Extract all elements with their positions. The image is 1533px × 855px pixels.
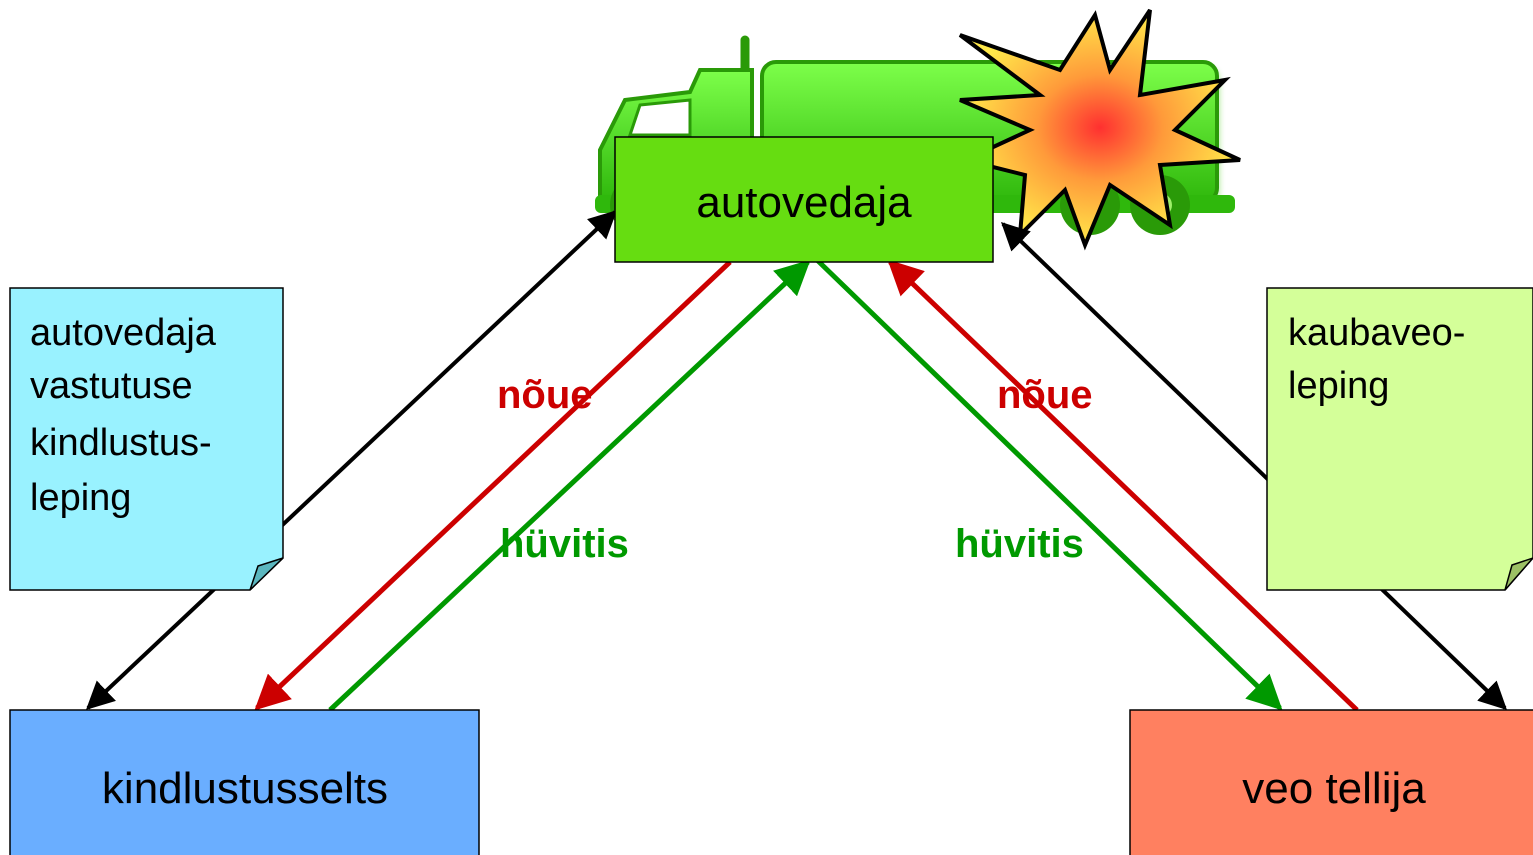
insurance-contract-line-3: kindlustus- (30, 422, 212, 464)
carrier-node: autovedaja (614, 136, 994, 263)
insurance-contract-line-4: leping (30, 477, 131, 519)
claim-arrow-right (887, 259, 1359, 712)
carrier-label: autovedaja (696, 178, 912, 227)
compensation-label-left: hüvitis (500, 522, 629, 566)
compensation-arrow-right (813, 256, 1283, 711)
claim-label-right: nõue (997, 373, 1093, 417)
transport-contract-line-2: leping (1288, 365, 1389, 407)
insurer-node: kindlustusselts (9, 709, 480, 855)
claim-arrow-left (254, 260, 732, 711)
contract-arrow-insurer-carrier (85, 210, 618, 710)
insurance-contract-document: autovedaja vastutuse kindlustus- leping (9, 287, 284, 591)
compensation-label-right: hüvitis (955, 522, 1084, 566)
claim-label-left: nõue (497, 373, 593, 417)
svg-text:kaubaveo- leping: kaubaveo- leping (1288, 312, 1476, 407)
contract-arrow-carrier-client (1000, 222, 1508, 710)
client-label: veo tellija (1242, 764, 1426, 813)
insurance-contract-line-1: autovedaja (30, 312, 217, 354)
insurer-label: kindlustusselts (102, 764, 388, 813)
insurance-contract-line-2: vastutuse (30, 365, 193, 407)
client-node: veo tellija (1129, 709, 1533, 855)
transport-contract-document: kaubaveo- leping (1266, 287, 1533, 591)
svg-text:autovedaja vastutuse: autovedaja vastutuse kindlustus- leping (30, 312, 227, 519)
transport-contract-line-1: kaubaveo- (1288, 312, 1465, 354)
compensation-arrow-left (328, 259, 811, 712)
